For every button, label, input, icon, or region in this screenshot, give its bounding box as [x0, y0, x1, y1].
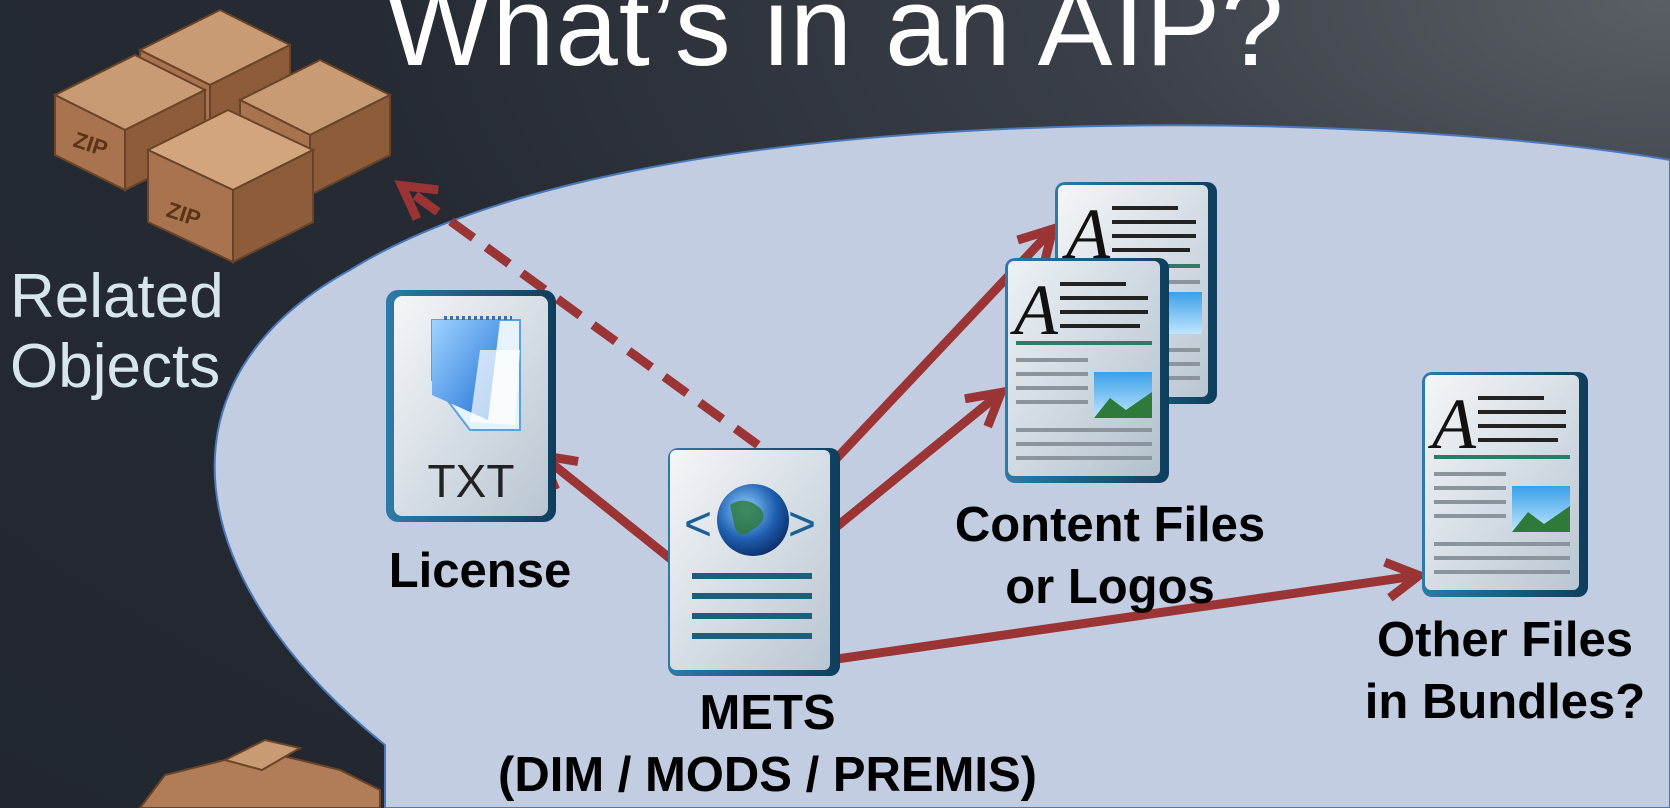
content-files-line-2: or Logos — [1005, 560, 1215, 614]
zip-boxes-icon: ZIP ZIP — [52, 8, 393, 264]
mets-line-1: METS — [699, 686, 836, 740]
content-files-line-1: Content Files — [954, 498, 1266, 552]
related-objects-label: Related Objects — [10, 262, 224, 402]
aip-ellipse — [213, 124, 1670, 808]
arrow-license — [545, 458, 675, 564]
arrow-related-objects — [405, 188, 761, 449]
arrow-content-2 — [832, 395, 998, 532]
mets-line-2: (DIM / MODS / PREMIS) — [498, 748, 1037, 802]
document-icon: A — [1422, 372, 1588, 597]
svg-text:A: A — [1428, 384, 1477, 464]
svg-text:A: A — [1010, 270, 1059, 350]
related-objects-line-2: Objects — [10, 332, 221, 401]
other-files-label: Other Files in Bundles? — [1345, 609, 1665, 733]
mets-label: METS (DIM / MODS / PREMIS) — [430, 682, 1105, 806]
mets-xml-icon: < > — [668, 448, 840, 676]
related-objects-line-1: Related — [10, 262, 224, 331]
svg-text:<: < — [684, 498, 712, 551]
svg-text:>: > — [788, 498, 816, 551]
txt-label: TXT — [428, 455, 515, 507]
license-label: License — [388, 544, 572, 598]
txt-file-icon: TXT — [386, 290, 556, 522]
slide-title: What’s in an AIP? — [385, 0, 1285, 89]
other-files-line-2: in Bundles? — [1364, 675, 1646, 729]
zip-boxes-icon — [138, 738, 381, 808]
other-files-line-1: Other Files — [1377, 613, 1633, 667]
document-icon: A — [1005, 258, 1169, 483]
content-files-label: Content Files or Logos — [900, 494, 1320, 618]
arrow-other-files — [829, 576, 1415, 665]
